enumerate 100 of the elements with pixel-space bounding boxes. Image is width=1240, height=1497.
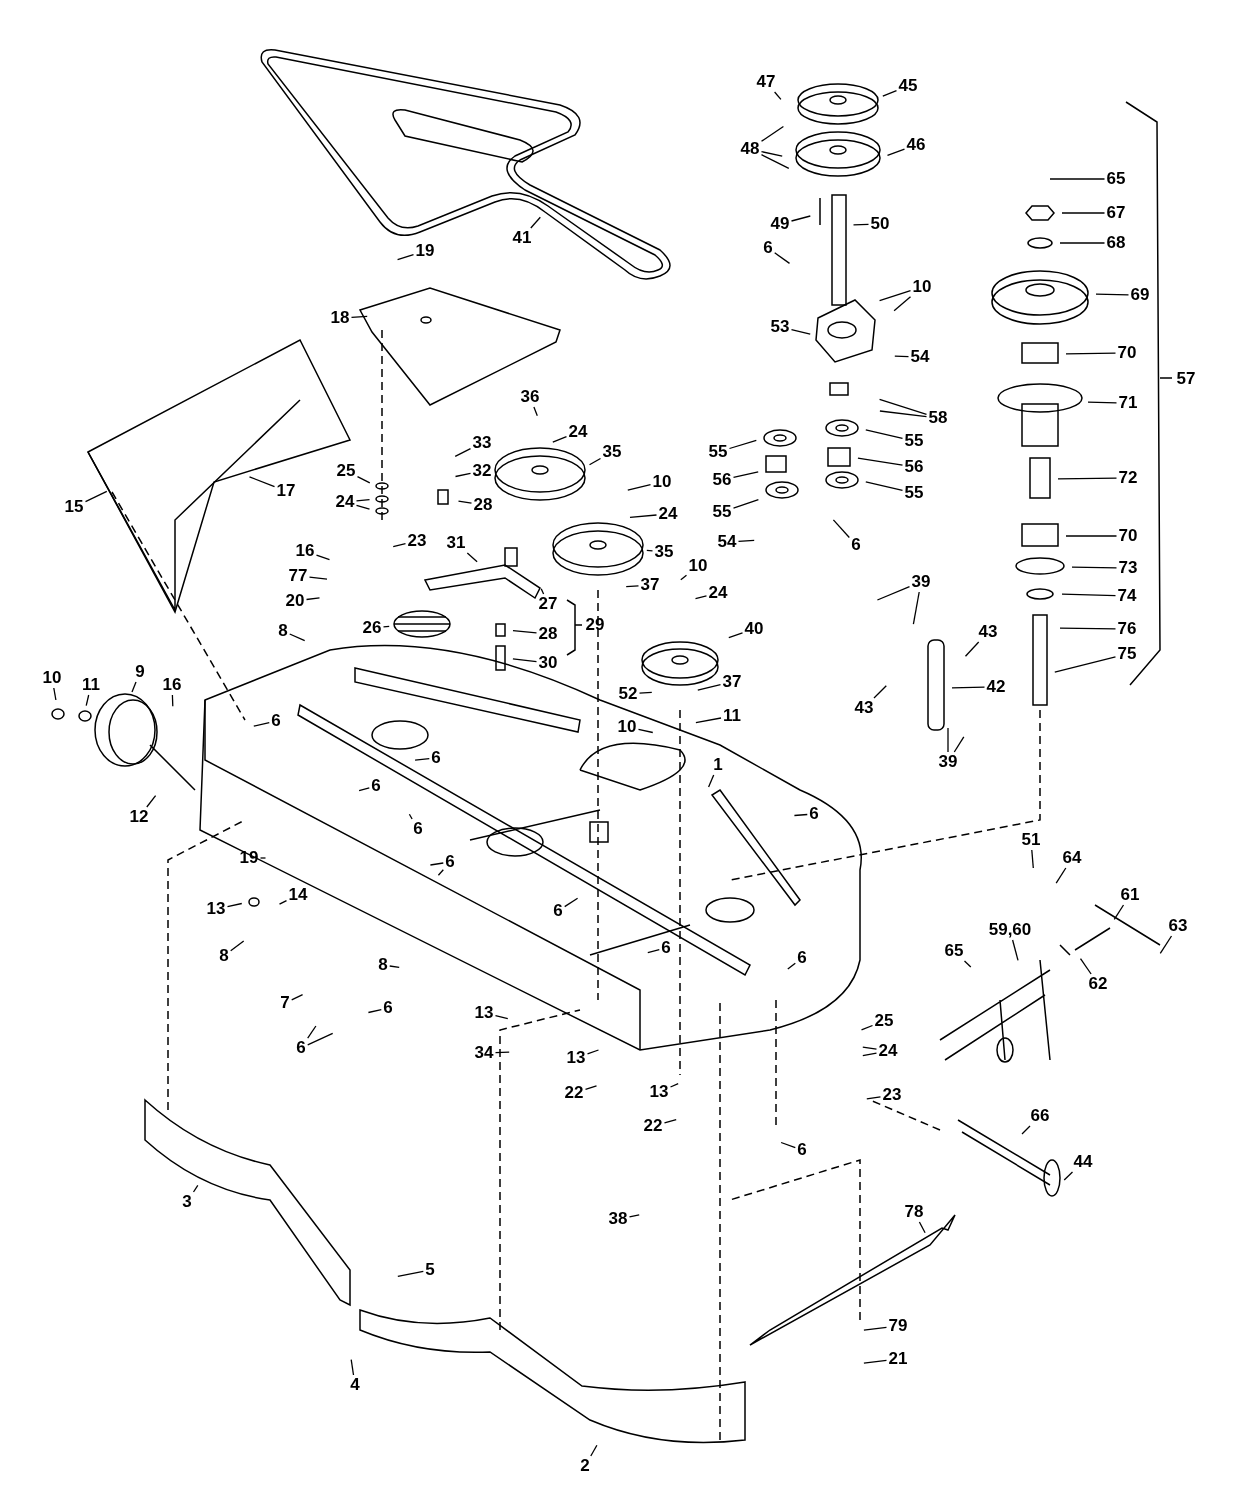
callout-number: 73 xyxy=(1117,559,1139,577)
callout-number: 8 xyxy=(377,956,389,974)
callout-number: 16 xyxy=(161,676,183,694)
callout-number: 44 xyxy=(1072,1153,1094,1171)
callout-number: 59,60 xyxy=(987,921,1033,939)
callout-number: 1 xyxy=(712,756,724,774)
leader-line xyxy=(1087,401,1118,404)
callout-number: 11 xyxy=(722,707,742,725)
leader-line xyxy=(760,125,785,142)
leader-line xyxy=(918,1221,926,1234)
callout-number: 6 xyxy=(762,239,774,257)
callout-number: 28 xyxy=(537,625,559,643)
leader-line xyxy=(646,549,654,552)
leader-line xyxy=(1057,477,1118,480)
leader-line xyxy=(131,681,137,693)
callout-number: 24 xyxy=(877,1042,899,1060)
callout-number: 35 xyxy=(601,443,623,461)
leader-line xyxy=(732,498,760,509)
callout-number: 46 xyxy=(905,136,927,154)
leader-line xyxy=(625,585,640,588)
callout-number: 57 xyxy=(1175,370,1197,388)
leader-line xyxy=(680,574,688,581)
callout-number: 10 xyxy=(911,278,933,296)
callout-number: 78 xyxy=(903,1203,925,1221)
callout-number: 54 xyxy=(716,533,738,551)
callout-number: 8 xyxy=(277,622,289,640)
leader-line xyxy=(964,641,980,657)
leader-line xyxy=(192,1184,199,1193)
callout-number: 6 xyxy=(412,820,424,838)
callout-number: 6 xyxy=(370,777,382,795)
callout-number: 11 xyxy=(81,676,101,694)
leader-line xyxy=(879,410,928,418)
leader-line xyxy=(408,813,413,820)
leader-line xyxy=(1065,352,1117,355)
callout-number: 17 xyxy=(275,482,297,500)
callout-number: 5 xyxy=(424,1261,436,1279)
leader-line xyxy=(588,457,602,466)
leader-line xyxy=(308,576,328,580)
leader-line xyxy=(533,406,538,417)
callout-number: 6 xyxy=(444,853,456,871)
leader-line xyxy=(307,1032,334,1046)
leader-line xyxy=(876,586,911,601)
callout-number: 68 xyxy=(1105,234,1127,252)
leader-line xyxy=(1021,1125,1031,1135)
leader-line xyxy=(454,472,472,478)
callout-number: 22 xyxy=(563,1084,585,1102)
leader-line xyxy=(226,902,243,908)
leader-line xyxy=(494,1051,510,1054)
callout-number: 8 xyxy=(218,947,230,965)
leader-line xyxy=(1095,293,1130,296)
leader-line xyxy=(1063,1171,1074,1181)
leader-line xyxy=(494,1015,509,1020)
callout-number: 55 xyxy=(903,484,925,502)
callout-number: 65 xyxy=(943,942,965,960)
leader-line xyxy=(1061,593,1117,597)
callout-number: 77 xyxy=(287,567,309,585)
callout-number: 36 xyxy=(519,388,541,406)
callout-number: 18 xyxy=(329,309,351,327)
callout-number: 55 xyxy=(903,432,925,450)
leader-line xyxy=(697,684,722,691)
callout-number: 7 xyxy=(279,994,291,1012)
leader-line xyxy=(728,439,757,450)
leader-line xyxy=(396,253,415,261)
leader-line xyxy=(466,552,478,563)
leader-line xyxy=(355,498,371,502)
leader-line xyxy=(963,960,972,968)
leader-line xyxy=(832,519,850,539)
leader-line xyxy=(1079,957,1092,975)
leader-line xyxy=(1113,904,1125,920)
callout-number: 76 xyxy=(1116,620,1138,638)
leader-line xyxy=(627,484,652,491)
leader-line xyxy=(291,993,304,1001)
leader-line xyxy=(454,448,472,458)
callout-number: 75 xyxy=(1116,645,1138,663)
callout-number: 50 xyxy=(869,215,891,233)
callout-number: 6 xyxy=(808,805,820,823)
callout-number: 39 xyxy=(937,753,959,771)
callout-number: 6 xyxy=(660,939,672,957)
leader-line xyxy=(866,1096,882,1100)
leader-line xyxy=(882,90,898,97)
leader-line xyxy=(552,436,568,443)
callout-number: 47 xyxy=(755,73,777,91)
callout-number: 49 xyxy=(769,215,791,233)
callout-number: 32 xyxy=(471,462,493,480)
callout-number: 65 xyxy=(1105,170,1127,188)
leader-line xyxy=(637,728,654,734)
callout-number: 23 xyxy=(881,1086,903,1104)
callout-number: 31 xyxy=(445,534,467,552)
leader-line xyxy=(707,774,715,788)
leader-line xyxy=(315,554,331,561)
leader-line xyxy=(564,897,579,908)
leader-line xyxy=(863,1326,888,1331)
leader-line xyxy=(1031,849,1034,869)
leader-line xyxy=(358,787,370,792)
leader-line xyxy=(429,862,444,866)
leader-line xyxy=(787,962,796,970)
callout-number: 72 xyxy=(1117,469,1139,487)
callout-number: 55 xyxy=(707,443,729,461)
leader-line xyxy=(84,490,108,503)
callout-number: 61 xyxy=(1119,886,1141,904)
